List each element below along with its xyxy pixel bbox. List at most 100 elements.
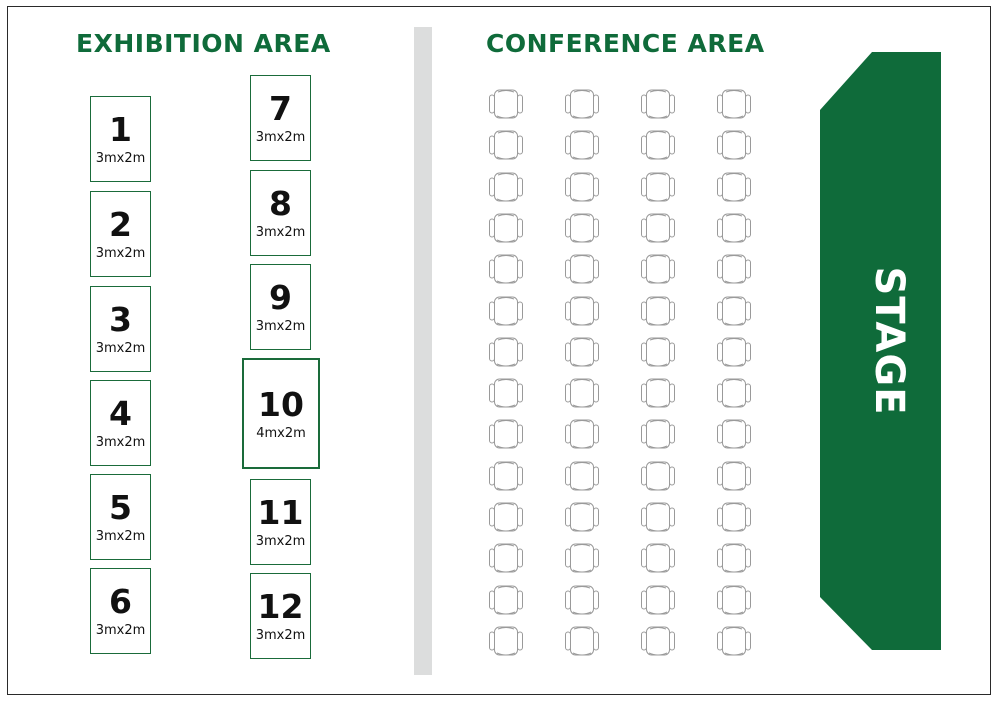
booth-number: 9 (269, 278, 292, 317)
booth-12[interactable]: 12 3mx2m (250, 573, 311, 659)
chair-icon (565, 502, 599, 532)
booth-1[interactable]: 1 3mx2m (90, 96, 151, 182)
booth-size: 3mx2m (255, 130, 306, 145)
booth-number: 1 (109, 110, 132, 149)
chair-icon (565, 172, 599, 202)
booth-7[interactable]: 7 3mx2m (250, 75, 311, 161)
chair-icon (641, 296, 675, 325)
chair-icon (489, 585, 523, 615)
chair-icon (717, 378, 751, 408)
chair-icon (717, 626, 751, 656)
booth-number: 11 (257, 493, 304, 532)
chair-icon (489, 172, 523, 202)
chair-icon (489, 296, 523, 325)
booth-size: 4mx2m (256, 425, 306, 441)
chair-icon (489, 130, 523, 160)
chair-icon (717, 130, 751, 160)
chair-icon (565, 626, 599, 656)
chair-icon (565, 378, 599, 408)
booth-size: 3mx2m (95, 435, 146, 450)
stage-platform[interactable] (817, 52, 941, 650)
booth-size: 3mx2m (95, 341, 146, 356)
booth-size: 3mx2m (95, 623, 146, 638)
booth-10[interactable]: 10 4mx2m (242, 358, 320, 469)
chair-icon (489, 213, 523, 243)
booth-size: 3mx2m (95, 529, 146, 544)
chair-icon (717, 89, 751, 119)
booth-11[interactable]: 11 3mx2m (250, 479, 311, 565)
booth-size: 3mx2m (255, 225, 306, 240)
booth-number: 3 (109, 300, 132, 339)
chair-icon (641, 543, 675, 573)
booth-size: 3mx2m (255, 534, 306, 549)
booth-9[interactable]: 9 3mx2m (250, 264, 311, 350)
chair-icon (641, 337, 675, 367)
chair-icon (489, 378, 523, 408)
stage-shape (820, 52, 941, 650)
chair-icon (717, 254, 751, 284)
booth-6[interactable]: 6 3mx2m (90, 568, 151, 654)
booth-3[interactable]: 3 3mx2m (90, 286, 151, 372)
booth-2[interactable]: 2 3mx2m (90, 191, 151, 277)
chair-icon (489, 543, 523, 573)
chair-icon (565, 130, 599, 160)
chair-icon (717, 296, 751, 325)
chair-icon (641, 378, 675, 408)
booth-number: 6 (109, 582, 132, 621)
chair-icon (489, 626, 523, 656)
booth-4[interactable]: 4 3mx2m (90, 380, 151, 466)
chair-icon (717, 461, 751, 491)
chair-icon (565, 419, 599, 449)
booth-number: 10 (258, 384, 304, 424)
chair-icon (489, 419, 523, 449)
booth-number: 7 (269, 89, 292, 128)
chair-icon (717, 172, 751, 202)
chair-icon (717, 337, 751, 367)
chair-icon (717, 502, 751, 532)
chair-icon (641, 585, 675, 615)
chair-icon (641, 172, 675, 202)
stage-label: STAGE (866, 266, 912, 416)
chair-icon (641, 130, 675, 160)
conference-area-title: CONFERENCE AREA (486, 29, 765, 58)
chair-icon (489, 89, 523, 119)
chair-icon (717, 585, 751, 615)
booth-5[interactable]: 5 3mx2m (90, 474, 151, 560)
booth-size: 3mx2m (95, 246, 146, 261)
chair-icon (489, 502, 523, 532)
booth-size: 3mx2m (255, 319, 306, 334)
chair-icon (489, 254, 523, 284)
chair-icon (565, 296, 599, 325)
chair-icon (641, 502, 675, 532)
conference-seating (480, 80, 770, 670)
booth-number: 5 (109, 488, 132, 527)
chair-icon (641, 254, 675, 284)
chair-icon (565, 461, 599, 491)
chair-icon (717, 213, 751, 243)
floor-plan-frame (7, 6, 991, 695)
chair-icon (565, 89, 599, 119)
chair-icon (565, 585, 599, 615)
booth-number: 12 (257, 587, 304, 626)
chair-icon (489, 461, 523, 491)
chair-icon (565, 337, 599, 367)
exhibition-area-title: EXHIBITION AREA (76, 29, 331, 58)
booth-8[interactable]: 8 3mx2m (250, 170, 311, 256)
chair-icon (641, 213, 675, 243)
booth-number: 2 (109, 205, 132, 244)
booth-number: 8 (269, 184, 292, 223)
chair-icon (565, 254, 599, 284)
booth-size: 3mx2m (255, 628, 306, 643)
chair-icon (717, 419, 751, 449)
area-divider (414, 27, 432, 675)
chair-icon (641, 89, 675, 119)
chair-icon (565, 213, 599, 243)
chair-icon (641, 626, 675, 656)
chair-icon (489, 337, 523, 367)
chair-icon (565, 543, 599, 573)
chair-icon (641, 461, 675, 491)
chair-icon (717, 543, 751, 573)
booth-size: 3mx2m (95, 151, 146, 166)
chair-icon (641, 419, 675, 449)
booth-number: 4 (109, 394, 132, 433)
